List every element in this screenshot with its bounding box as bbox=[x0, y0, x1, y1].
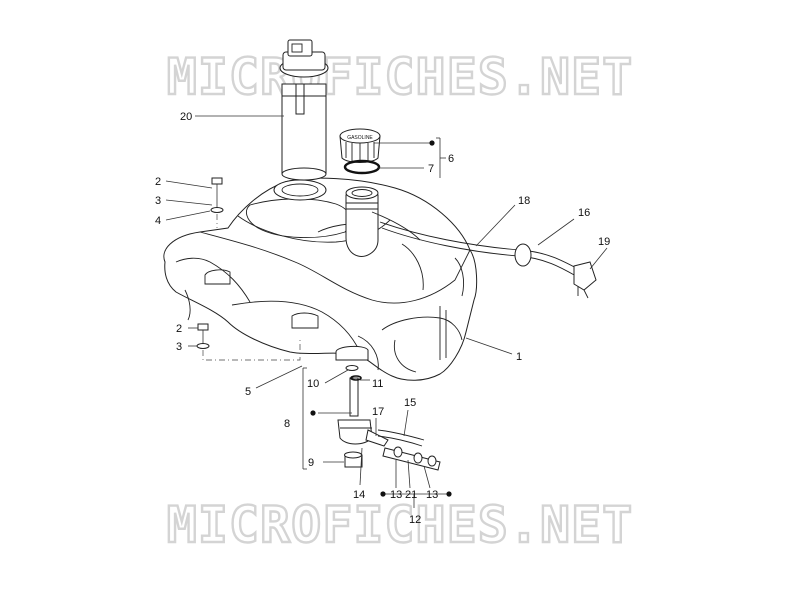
callout-13-left: 13 bbox=[390, 489, 402, 501]
callout-dot bbox=[380, 491, 386, 497]
callout-18: 18 bbox=[518, 195, 530, 207]
fuel-cap: GASOLINE bbox=[339, 128, 381, 163]
callout-2-lower: 2 bbox=[176, 323, 182, 335]
callout-15: 15 bbox=[404, 397, 416, 409]
clamp bbox=[350, 375, 362, 381]
callout-dot bbox=[429, 140, 435, 146]
fuel-level-sender bbox=[279, 39, 329, 181]
watermark-top: MICROFICHES.NET bbox=[167, 48, 634, 106]
callout-3-lower: 3 bbox=[176, 341, 182, 353]
callout-16: 16 bbox=[578, 207, 590, 219]
fuel-valve-assembly bbox=[335, 345, 441, 471]
callout-14: 14 bbox=[353, 489, 365, 501]
watermark-bottom: MICROFICHES.NET bbox=[167, 496, 634, 554]
callout-7: 7 bbox=[428, 163, 434, 175]
callout-6: 6 bbox=[448, 153, 454, 165]
fuel-tank bbox=[163, 177, 478, 381]
callout-2-top: 2 bbox=[155, 176, 161, 188]
callout-20: 20 bbox=[180, 111, 192, 123]
callout-3-top: 3 bbox=[155, 195, 161, 207]
callout-11: 11 bbox=[372, 378, 383, 390]
o-ring bbox=[343, 159, 381, 175]
bolt-top bbox=[210, 177, 224, 228]
callout-1: 1 bbox=[516, 351, 522, 363]
callout-4: 4 bbox=[155, 215, 161, 227]
callout-dot bbox=[310, 410, 316, 416]
callout-13-right: 13 bbox=[426, 489, 438, 501]
cap-text: GASOLINE bbox=[347, 135, 373, 141]
callout-21: 21 bbox=[405, 489, 417, 501]
leader-lines bbox=[165, 115, 608, 508]
callout-19: 19 bbox=[598, 236, 610, 248]
callout-17: 17 bbox=[372, 406, 384, 418]
callout-12: 12 bbox=[409, 514, 421, 526]
callout-9: 9 bbox=[308, 457, 314, 469]
filler-neck bbox=[345, 186, 421, 257]
callout-10: 10 bbox=[307, 378, 319, 390]
callout-5: 5 bbox=[245, 386, 251, 398]
callout-8: 8 bbox=[284, 418, 290, 430]
callout-dot bbox=[446, 491, 452, 497]
tank-pump-opening bbox=[273, 179, 327, 201]
